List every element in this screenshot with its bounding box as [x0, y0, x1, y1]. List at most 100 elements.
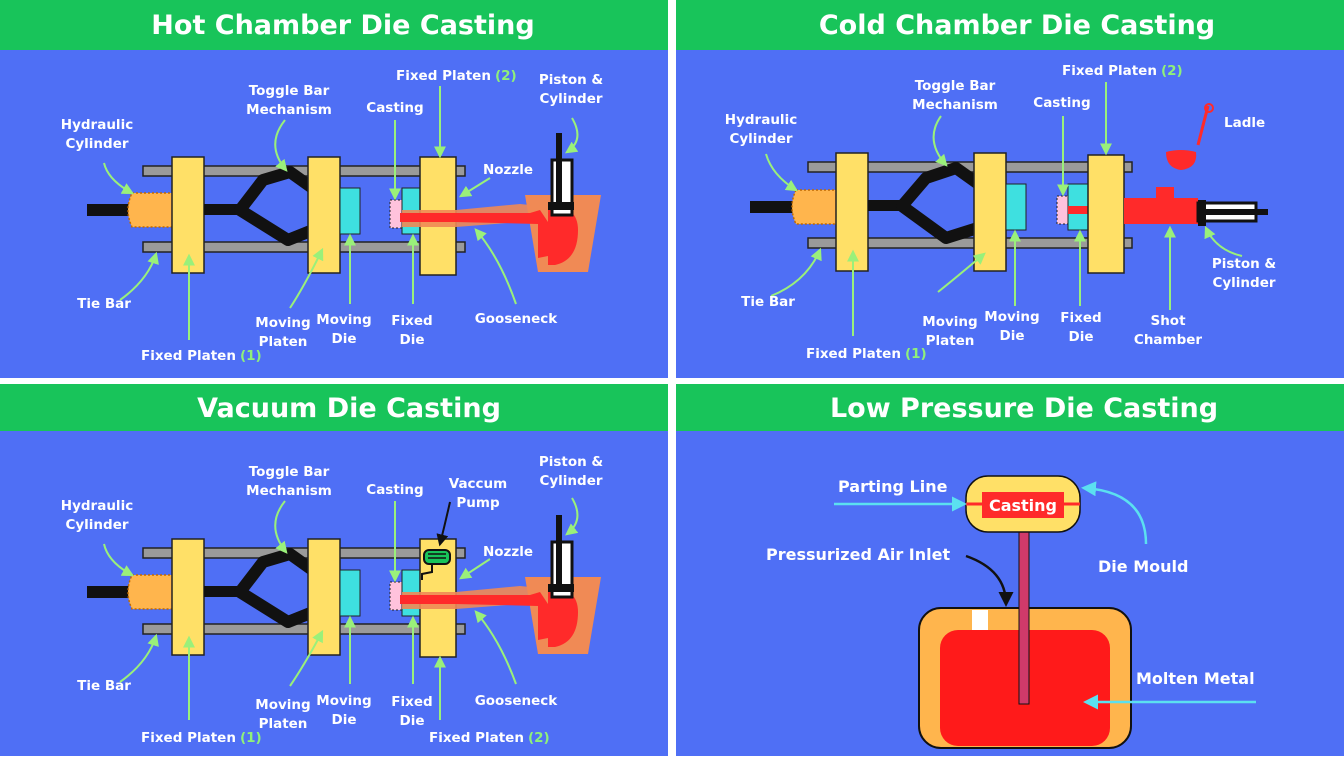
fixed-platen-1-label: Fixed Platen(1) [141, 348, 262, 364]
casting-label: Casting [1033, 95, 1090, 111]
label-arrows [103, 86, 579, 340]
piston-head [548, 584, 574, 592]
piston-head [548, 202, 574, 210]
fixed-platen-1 [171, 156, 205, 274]
low-pressure-panel: Low Pressure Die Casting Casting Parting… [676, 384, 1344, 762]
casting [982, 492, 1064, 518]
tie-bar-bottom [807, 237, 1133, 249]
hot-chamber-panel: Hot Chamber Die Casting Hyd [0, 0, 668, 378]
piston-rod [556, 133, 562, 203]
toggle-rod [204, 586, 240, 597]
fixed-platen-1-label: Fixed Platen(1) [141, 730, 262, 746]
toggle-bar [234, 548, 324, 628]
hydraulic-rod [87, 204, 137, 216]
toggle-bar [234, 166, 324, 246]
piston-rod [556, 515, 562, 585]
casting-label: Casting [366, 100, 423, 116]
fixed-platen-2 [1087, 154, 1125, 274]
tie-bar-label: Tie Bar [741, 294, 795, 310]
ladle-handle [1196, 105, 1210, 146]
fixed-platen-2-label: Fixed Platen(2) [396, 68, 517, 84]
nozzle-label: Nozzle [483, 544, 533, 560]
moving-platen [973, 152, 1007, 272]
piston-cylinder-label: Piston &Cylinder [539, 454, 604, 489]
vacuum-arrow [436, 501, 451, 547]
low-pressure-diagram: Low Pressure Die Casting Casting Parting… [676, 384, 1344, 756]
panel-title: Low Pressure Die Casting [830, 393, 1218, 424]
moving-die [1005, 183, 1027, 231]
piston-cylinder-label: Piston &Cylinder [539, 72, 604, 107]
molten-metal [548, 205, 578, 265]
fixed-platen-1 [171, 538, 205, 656]
moving-die [339, 569, 361, 617]
piston-cylinder-label: Piston &Cylinder [1212, 256, 1277, 291]
gooseneck-label: Gooseneck [475, 311, 559, 327]
shot-chamber [1124, 187, 1198, 224]
fixed-platen-2-label: Fixed Platen(2) [1062, 63, 1183, 79]
casting-label: Casting [989, 496, 1057, 515]
tie-bar-label: Tie Bar [77, 678, 131, 694]
hot-chamber-diagram: Hot Chamber Die Casting Hyd [0, 0, 668, 378]
die-mould-label: Die Mould [1098, 557, 1188, 576]
label-arrows [103, 497, 579, 720]
casting [1056, 195, 1070, 225]
moving-platen [307, 538, 341, 656]
piston-head [1198, 200, 1206, 226]
moving-die [339, 187, 361, 235]
casting-label: Casting [366, 482, 423, 498]
ladle-icon [1166, 150, 1197, 170]
gooseneck-label: Gooseneck [475, 693, 559, 709]
tie-bar-label: Tie Bar [77, 296, 131, 312]
label-arrows [765, 82, 1243, 336]
fixed-platen-2-label: Fixed Platen(2) [429, 730, 550, 746]
label-arrows [834, 481, 1256, 710]
toggle-bar [896, 162, 990, 244]
piston-rod [1206, 209, 1268, 215]
tie-bar-bottom [142, 623, 466, 635]
header-bar [676, 0, 1344, 50]
molten-metal-label: Molten Metal [1136, 669, 1255, 688]
tie-bar-bottom [142, 241, 466, 253]
panel-title: Hot Chamber Die Casting [151, 10, 534, 41]
panel-title: Cold Chamber Die Casting [819, 10, 1215, 41]
toggle-rod [204, 204, 240, 215]
moving-platen [307, 156, 341, 274]
header-bar [0, 0, 668, 50]
fixed-platen-1-label: Fixed Platen(1) [806, 346, 927, 362]
ladle-label: Ladle [1224, 115, 1265, 131]
hydraulic-rod [750, 201, 800, 213]
gooseneck-metal [400, 210, 548, 258]
nozzle-label: Nozzle [483, 162, 533, 178]
vacuum-pump-icon [423, 549, 451, 565]
air-inlet [972, 610, 988, 630]
air-inlet-label: Pressurized Air Inlet [766, 545, 950, 564]
hydraulic-rod [87, 586, 137, 598]
header-bar [0, 384, 668, 431]
molten-metal [548, 587, 578, 647]
parting-line-label: Parting Line [838, 477, 948, 496]
toggle-rod [868, 200, 902, 211]
riser-tube [1018, 531, 1030, 705]
panel-title: Vacuum Die Casting [197, 393, 501, 424]
header-bar [676, 384, 1344, 431]
